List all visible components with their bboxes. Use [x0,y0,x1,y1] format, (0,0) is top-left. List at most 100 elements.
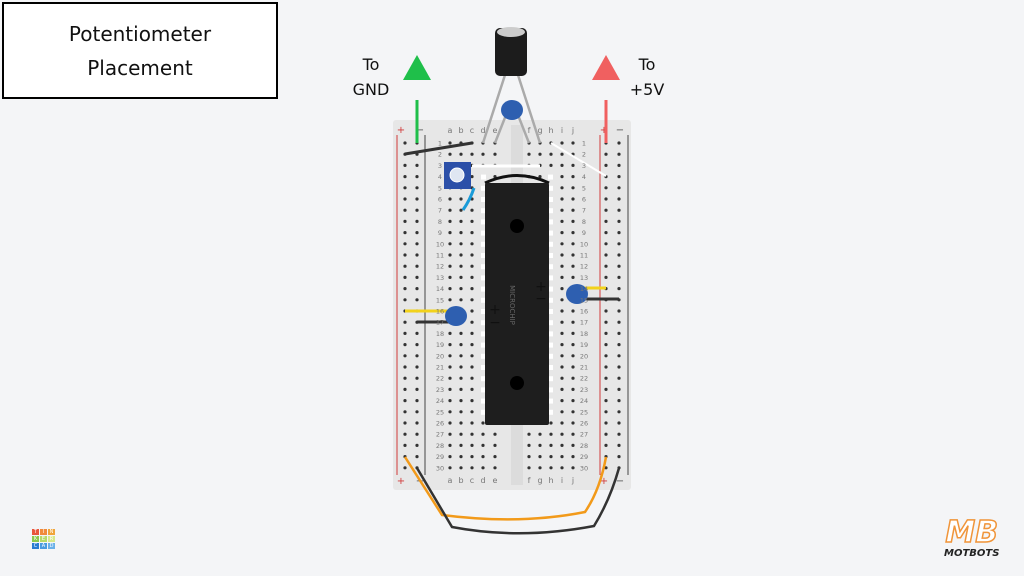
chip-dimple [510,376,524,390]
chip-pin [548,253,553,258]
ceramic-capacitor [501,100,523,120]
hole [481,443,485,447]
polarity-minus: − [489,315,501,331]
hole [459,242,463,246]
column-label: j [571,476,574,485]
hole [560,309,564,313]
rail-hole [617,399,621,403]
hole [448,376,452,380]
row-number: 14 [436,285,444,293]
hole [560,264,564,268]
rail-hole [617,410,621,414]
hole [560,410,564,414]
rail-hole [403,432,407,436]
hole [527,455,531,459]
rail-hole [415,443,419,447]
hole [470,242,474,246]
hole [571,242,575,246]
tinkercad-letter: D [48,543,55,549]
hole [549,152,553,156]
hole [448,331,452,335]
tinkercad-letter: E [40,536,47,542]
rail-hole [617,343,621,347]
hole [459,455,463,459]
rail-hole [604,354,608,358]
hole [448,343,452,347]
motbots-logo-text: MOTBOTS [944,548,1000,559]
hole [470,298,474,302]
hole [560,197,564,201]
hole [560,219,564,223]
hole [549,432,553,436]
rail-hole [617,309,621,313]
rail-hole [617,320,621,324]
hole [459,387,463,391]
row-number: 28 [580,442,588,450]
rail-hole [403,242,407,246]
row-number: 11 [436,252,444,260]
chip-pin [548,264,553,270]
rail-hole [415,163,419,167]
hole [448,242,452,246]
hole [571,309,575,313]
hole [571,208,575,212]
hole [470,287,474,291]
hole [571,387,575,391]
hole [470,432,474,436]
column-label: i [561,126,563,135]
hole [459,399,463,403]
hole [527,443,531,447]
chip-pin [481,253,486,258]
chip-pin [548,353,553,359]
hole [470,331,474,335]
hole [571,320,575,324]
hole [470,231,474,235]
hole [448,432,452,436]
rail-hole [415,264,419,268]
hole [560,253,564,257]
rail-hole [403,231,407,235]
gnd-arrow-head [403,55,431,80]
rail-hole [617,264,621,268]
hole [459,421,463,425]
rail-hole [617,275,621,279]
hole [481,455,485,459]
rail-hole [415,432,419,436]
hole [560,298,564,302]
hole [560,163,564,167]
hole [560,231,564,235]
rail-hole [617,432,621,436]
chip-pin [481,208,486,214]
chip-pin [481,297,486,303]
hole [459,231,463,235]
column-label: c [470,476,474,485]
rail-hole [403,354,407,358]
column-label: b [458,476,463,485]
row-number: 12 [580,263,588,271]
rail-hole [415,186,419,190]
hole [571,376,575,380]
tinkercad-letter: A [40,543,47,549]
row-number: 11 [580,252,588,260]
hole [459,253,463,257]
row-number: 13 [436,274,444,282]
tinkercad-letter: I [40,529,47,535]
hole [571,331,575,335]
chip-pin [548,342,553,348]
row-number: 30 [580,464,588,472]
chip-pin [548,409,553,415]
chip-pin [548,376,553,382]
chip-pin [481,275,486,281]
hole [560,354,564,358]
hole [538,466,542,470]
hole [470,443,474,447]
chip-pin [548,208,553,214]
rail-hole [415,410,419,414]
chip-pin [548,230,553,236]
row-number: 9 [582,229,586,237]
hole [448,455,452,459]
rail-hole [604,376,608,380]
rail-hole [617,365,621,369]
hole [448,298,452,302]
tinkercad-letter: N [48,529,55,535]
